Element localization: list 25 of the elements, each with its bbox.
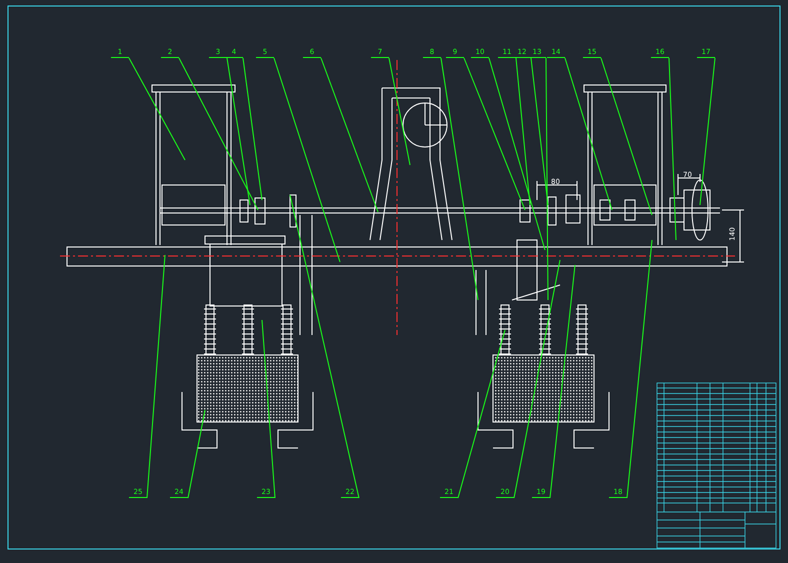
leader-line (242, 58, 262, 200)
leader-line (440, 58, 478, 300)
leader-line (546, 58, 548, 300)
leader-line (178, 58, 258, 210)
leader-line (274, 58, 340, 262)
leader-line (320, 58, 378, 212)
leader-line (388, 58, 410, 166)
leader-line (550, 264, 576, 498)
leader-line (700, 58, 716, 206)
leader-line (226, 58, 250, 206)
leader-line (464, 58, 526, 210)
leader-line (128, 58, 186, 160)
leader-line (626, 240, 652, 498)
leader-line (516, 58, 530, 206)
leader-line (488, 58, 546, 250)
leader-line (600, 58, 652, 216)
leader-line (188, 410, 206, 498)
leader-line (458, 330, 506, 498)
leader-line (530, 58, 548, 206)
leader-line (146, 254, 166, 498)
leader-line (290, 194, 360, 498)
leader-line (262, 320, 276, 498)
leader-line (668, 58, 676, 240)
leader-line (514, 260, 560, 498)
leader-line (564, 58, 612, 210)
